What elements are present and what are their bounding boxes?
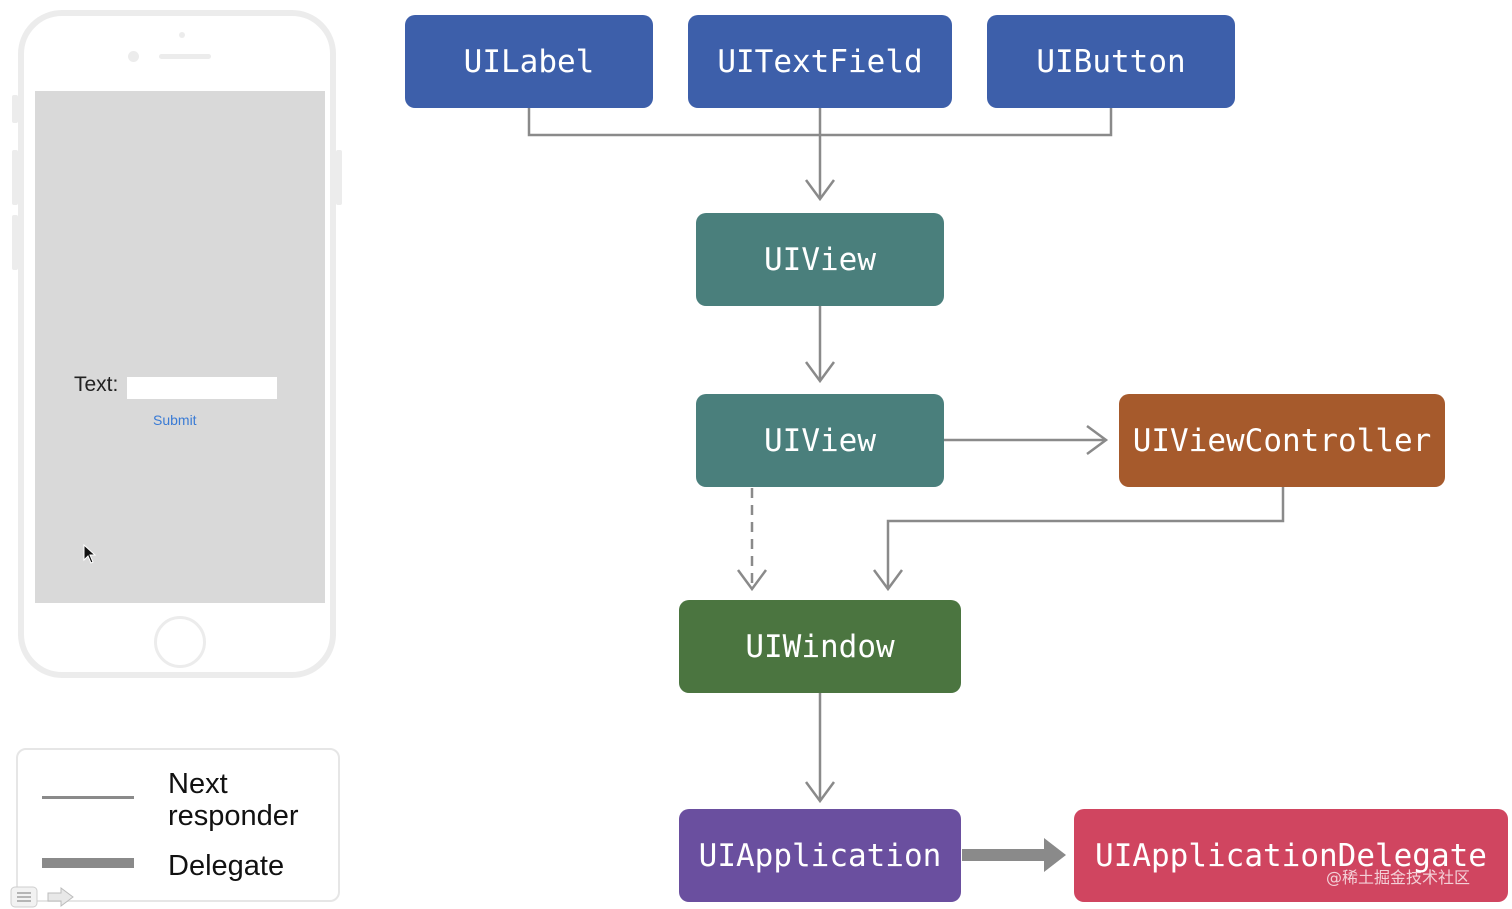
phone-side-button	[12, 95, 18, 123]
phone-sensor	[179, 32, 185, 38]
delegate-arrow	[962, 838, 1066, 872]
arrowhead	[1086, 424, 1109, 456]
legend-next-responder-line1: Next	[168, 768, 228, 800]
phone-speaker	[159, 54, 211, 59]
watermark: @稀土掘金技术社区	[1326, 868, 1471, 887]
connector-viewcontroller-to-uiwindow	[886, 487, 1285, 588]
connector-uibutton	[820, 108, 1113, 137]
node-uitextfield: UITextField	[688, 15, 952, 108]
arrowhead	[804, 361, 836, 384]
phone-side-button	[12, 150, 18, 205]
arrowhead	[736, 569, 768, 592]
delegate-line-sample	[42, 858, 134, 868]
phone-camera	[128, 51, 139, 62]
legend: Next responder Delegate	[16, 748, 340, 902]
arrowhead	[872, 569, 904, 592]
submit-button[interactable]: Submit	[153, 412, 197, 428]
phone-screen: Text: Submit	[35, 91, 325, 603]
connector-uilabel	[527, 108, 820, 137]
node-uiapplicationdelegate: UIApplicationDelegate	[1074, 809, 1508, 902]
node-uiview-bottom: UIView	[696, 394, 944, 487]
text-input[interactable]	[127, 377, 277, 399]
node-uiview-top: UIView	[696, 213, 944, 306]
node-uilabel: UILabel	[405, 15, 653, 108]
arrowhead	[804, 179, 836, 202]
node-uibutton: UIButton	[987, 15, 1235, 108]
phone-side-button	[12, 215, 18, 270]
list-icon[interactable]	[10, 886, 38, 908]
node-uiapplication: UIApplication	[679, 809, 961, 902]
next-responder-line-sample	[42, 796, 134, 799]
mouse-cursor-icon	[83, 544, 97, 564]
arrowhead	[804, 781, 836, 804]
phone-mockup: Text: Submit	[18, 10, 336, 678]
node-uiwindow: UIWindow	[679, 600, 961, 693]
text-field-label: Text:	[74, 373, 119, 396]
forward-arrow-icon[interactable]	[46, 886, 76, 908]
legend-delegate: Delegate	[168, 850, 285, 882]
legend-next-responder-line2: responder	[168, 800, 299, 832]
node-uiviewcontroller: UIViewController	[1119, 394, 1445, 487]
home-button[interactable]	[154, 616, 206, 668]
phone-side-button	[336, 150, 342, 205]
